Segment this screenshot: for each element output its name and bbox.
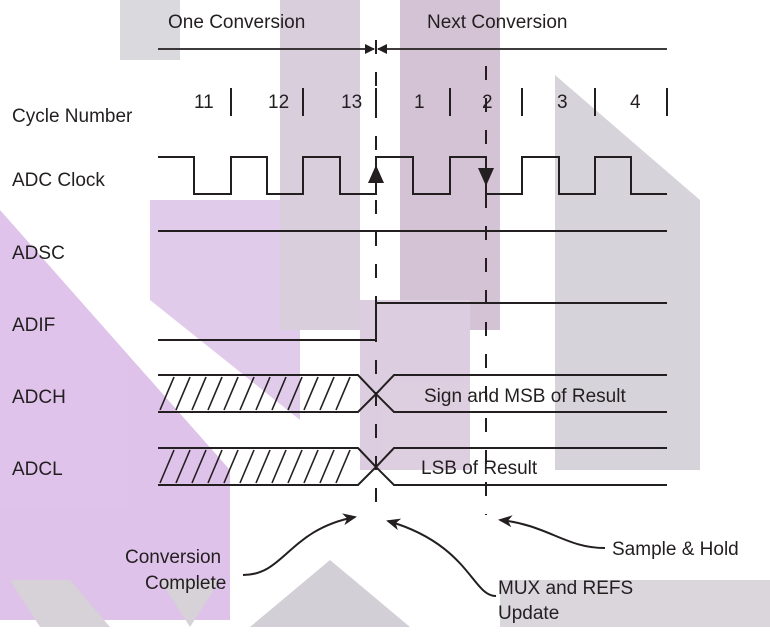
watermark-shape-bottom-k xyxy=(10,580,110,627)
hatch-line xyxy=(287,449,303,484)
mux-refs-arrow xyxy=(386,518,497,597)
watermark-shape-center xyxy=(360,300,470,470)
cycle-number-3: 3 xyxy=(557,92,568,113)
adc-clock-label: ADC Clock xyxy=(12,170,105,191)
hatch-line xyxy=(159,449,175,484)
adch-value-text: Sign and MSB of Result xyxy=(424,386,626,407)
watermark-shape-purple-left xyxy=(0,210,230,620)
hatch-line xyxy=(207,449,223,484)
hatch-line xyxy=(287,376,303,411)
watermark-shape-purple-upper xyxy=(150,200,300,420)
adsc-label: ADSC xyxy=(12,243,65,264)
cycle-number-4: 4 xyxy=(630,92,641,113)
hatch-line xyxy=(191,449,207,484)
sample-hold-arrow xyxy=(498,515,606,549)
adcl-label: ADCL xyxy=(12,459,63,480)
cycle-number-2: 2 xyxy=(482,92,493,113)
hatch-line xyxy=(239,449,255,484)
hatch-line xyxy=(223,376,239,411)
watermark-shape-bottom-v xyxy=(160,580,220,627)
next-conversion-label: Next Conversion xyxy=(427,12,567,33)
hatch-line xyxy=(207,376,223,411)
hatch-line xyxy=(239,376,255,411)
mux-refs-line1: MUX and REFS xyxy=(498,578,633,599)
adcl-hatching xyxy=(159,449,351,484)
hatch-line xyxy=(303,376,319,411)
cycle-dividers xyxy=(230,88,668,116)
conversion-complete-line1: Conversion xyxy=(125,547,221,568)
hatch-line xyxy=(175,449,191,484)
mux-refs-line2: Update xyxy=(498,603,559,624)
adc-clock-waveform xyxy=(158,156,667,195)
adch-valid-region xyxy=(374,374,667,413)
conversion-complete-arrow xyxy=(242,513,357,576)
clock-falling-edge-arrow xyxy=(478,168,494,186)
cycle-number-1: 1 xyxy=(414,92,425,113)
hatch-line xyxy=(335,376,351,411)
cycle-number-11: 11 xyxy=(194,92,214,113)
one-conversion-label: One Conversion xyxy=(168,12,305,33)
clock-rising-edge-arrow xyxy=(368,165,384,183)
adcl-bus xyxy=(158,447,667,486)
hatch-line xyxy=(335,449,351,484)
hatch-line xyxy=(271,449,287,484)
hatch-line xyxy=(255,376,271,411)
hatch-line xyxy=(303,449,319,484)
watermark-shape-gray-right xyxy=(555,75,700,470)
watermark-shape-gray-left xyxy=(120,0,180,60)
cycle-number-12: 12 xyxy=(268,92,289,113)
adcl-valid-region xyxy=(374,447,667,486)
watermark-shape-gray-bar xyxy=(280,0,360,330)
watermark-shape-bottom-a xyxy=(250,560,410,627)
hatch-line xyxy=(319,449,335,484)
cycle-number-label: Cycle Number xyxy=(12,106,133,127)
watermark-shape-bottom-right xyxy=(500,580,770,627)
hatch-line xyxy=(319,376,335,411)
hatch-line xyxy=(191,376,207,411)
hatch-line xyxy=(255,449,271,484)
sample-hold-label: Sample & Hold xyxy=(612,539,739,560)
cycle-number-13: 13 xyxy=(341,92,362,113)
adch-hatching xyxy=(159,376,351,411)
adif-label: ADIF xyxy=(12,315,55,336)
hatch-line xyxy=(223,449,239,484)
hatch-line xyxy=(175,376,191,411)
adch-label: ADCH xyxy=(12,387,66,408)
adch-bus xyxy=(158,374,667,413)
adcl-value-text: LSB of Result xyxy=(421,458,538,479)
adif-waveform xyxy=(158,302,667,341)
conversion-complete-line2: Complete xyxy=(145,573,226,594)
hatch-line xyxy=(159,376,175,411)
hatch-line xyxy=(271,376,287,411)
